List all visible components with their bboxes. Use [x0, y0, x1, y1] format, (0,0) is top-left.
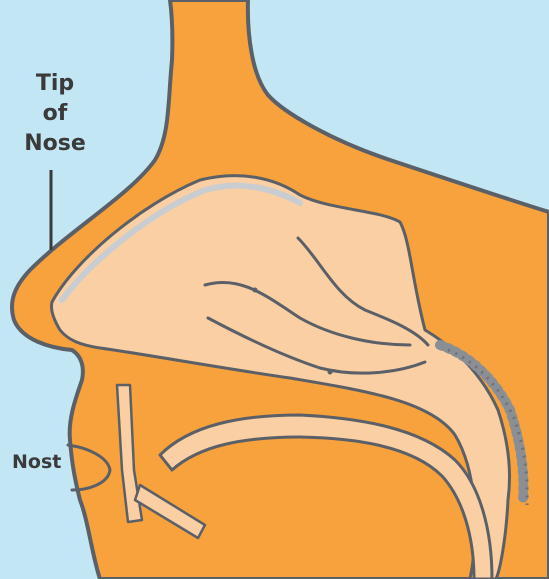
cavity-dot	[253, 288, 258, 293]
label-tip-line2: of	[43, 101, 68, 126]
label-tip-line1: Tip	[36, 71, 74, 96]
label-nostril: Nost	[12, 451, 61, 473]
cavity-dot	[328, 370, 333, 375]
label-tip-line3: Nose	[24, 131, 86, 156]
